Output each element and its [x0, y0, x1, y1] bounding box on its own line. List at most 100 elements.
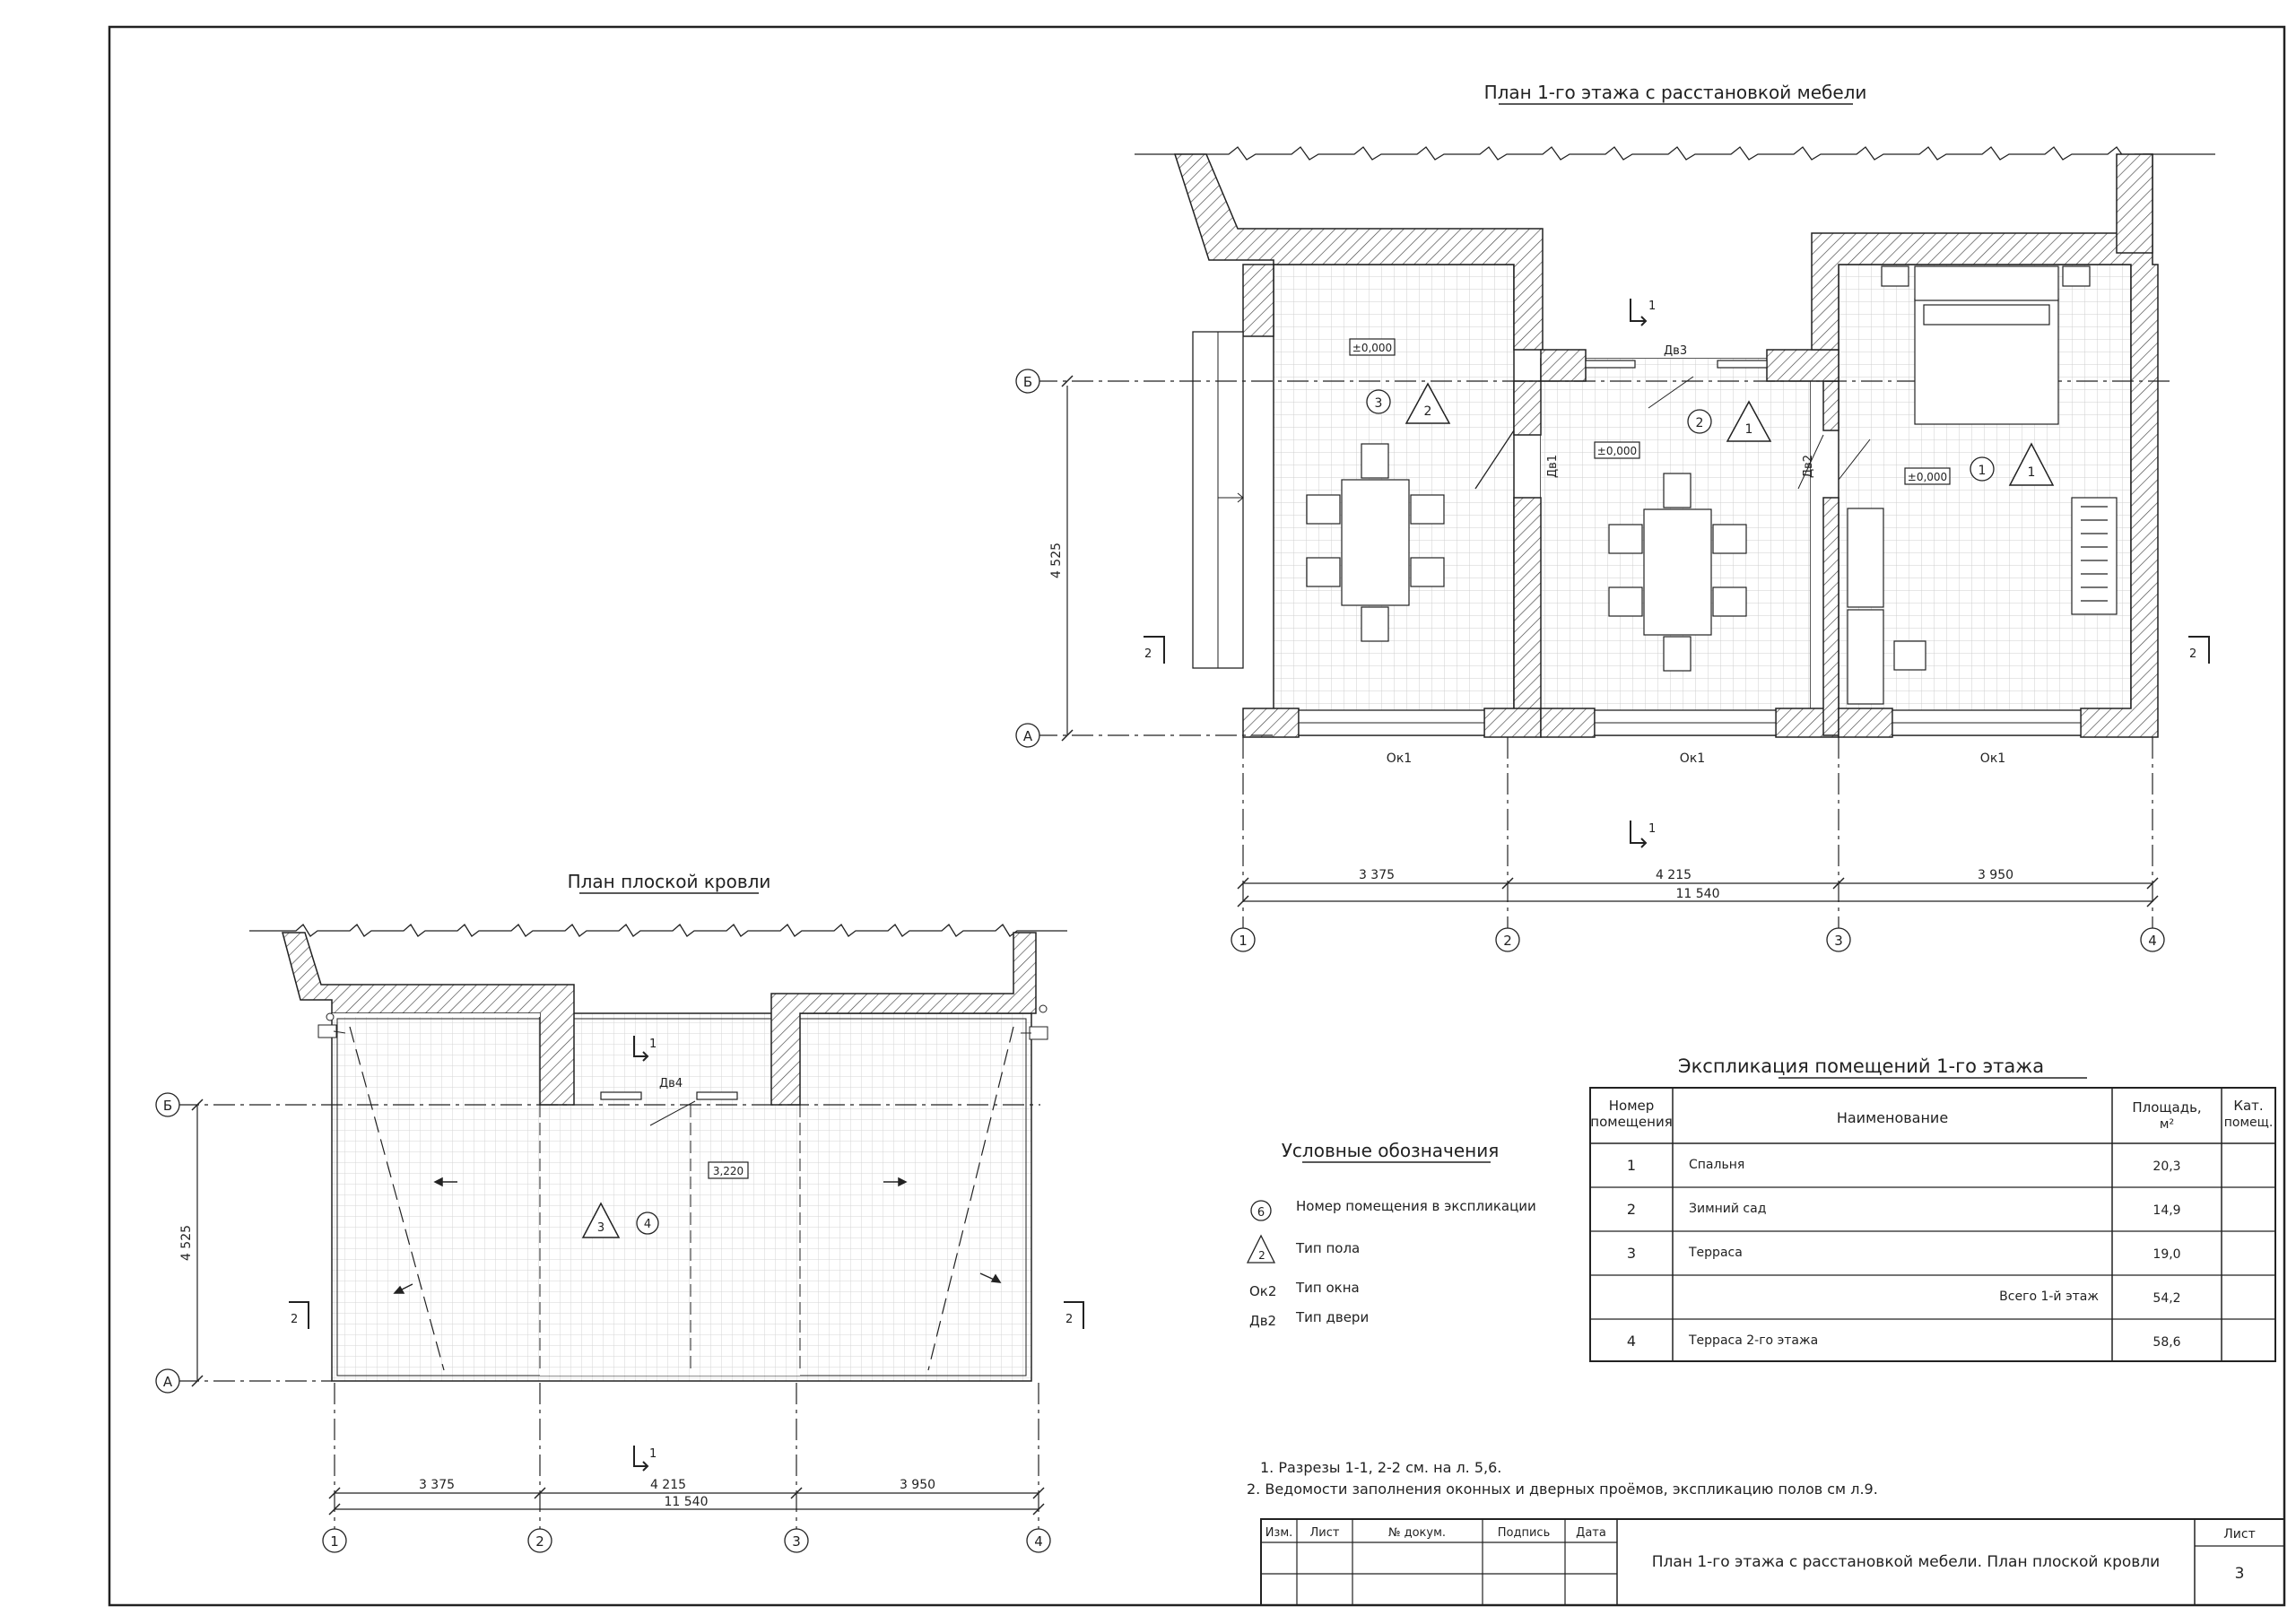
roof-axis-label-3: 3: [792, 1533, 801, 1550]
roof-ground-break-line: [249, 924, 1067, 937]
table-row: 4 Терраса 2-го этажа 58,6: [1627, 1333, 2181, 1350]
door-label-dv3: Дв3: [1664, 344, 1687, 358]
expl-h-area-2: м²: [2160, 1117, 2174, 1132]
dining-set-winter-garden: [1608, 473, 1747, 672]
legend-room-text: Номер помещения в экспликации: [1296, 1198, 1536, 1214]
window-label-1: Ок1: [1387, 751, 1412, 766]
floor-marker-room1: 1: [2028, 465, 2036, 480]
roof-dim-total: 11 540: [665, 1495, 709, 1509]
legend-floor-text: Тип пола: [1295, 1240, 1360, 1256]
note-2: 2. Ведомости заполнения оконных и дверны…: [1247, 1481, 1878, 1498]
expl-row5-name: Терраса 2-го этажа: [1688, 1333, 1818, 1348]
dining-set-terrace: [1306, 443, 1445, 642]
roof-section-1-bottom: 1: [649, 1447, 657, 1461]
roof-section-2-left: 2: [291, 1313, 298, 1326]
room-marker-1: 1: [1979, 464, 1987, 478]
expl-row1-area: 20,3: [2152, 1159, 2180, 1174]
section-2-left: 2: [1144, 647, 1152, 661]
plan-1st-floor: План 1-го этажа с расстановкой мебели: [1015, 82, 2215, 952]
expl-row5-num: 4: [1627, 1333, 1636, 1350]
plan2-title: План плоской кровли: [568, 871, 771, 892]
section-1-bottom: 1: [1648, 822, 1656, 836]
expl-row2-area: 14,9: [2152, 1203, 2180, 1218]
stamp-col-izm: Изм.: [1265, 1526, 1293, 1540]
expl-h-area-1: Площадь,: [2132, 1099, 2201, 1116]
stamp-col-list: Лист: [1310, 1526, 1340, 1540]
legend-window-code: Ок2: [1249, 1283, 1276, 1299]
bedroom-furniture: [1847, 265, 2118, 705]
plan-flat-roof: План плоской кровли Дв4: [155, 871, 1084, 1553]
legend-door-code: Дв2: [1249, 1313, 1276, 1329]
room-marker-3: 3: [1375, 396, 1383, 411]
expl-h-num-1: Номер: [1609, 1098, 1655, 1114]
windows-ok1: [1298, 709, 2082, 736]
stamp-col-date: Дата: [1576, 1526, 1606, 1540]
stamp-sheet-label: Лист: [2223, 1527, 2255, 1541]
expl-row2-name: Зимний сад: [1689, 1202, 1766, 1216]
table-row: 3 Терраса 19,0: [1627, 1245, 2181, 1262]
room-marker-4: 4: [644, 1218, 651, 1231]
plan1-vert-dim: 4 525: [1049, 543, 1064, 578]
roof-vert-dim: 4 525: [179, 1225, 194, 1261]
section-1-top: 1: [1648, 300, 1656, 313]
table-row: 2 Зимний сад 14,9: [1627, 1201, 2181, 1218]
axis-label-3: 3: [1834, 933, 1843, 949]
roof-axis-label-4: 4: [1034, 1533, 1043, 1550]
title-block: Изм. Лист № докум. Подпись Дата План 1-г…: [1260, 1518, 2285, 1606]
roof-axis-label-2: 2: [535, 1533, 544, 1550]
stamp-col-doc: № докум.: [1388, 1526, 1446, 1540]
axis-label-2: 2: [1503, 933, 1512, 949]
table-row: Всего 1-й этаж 54,2: [1999, 1290, 2180, 1306]
expl-h-cat-1: Кат.: [2233, 1098, 2263, 1114]
expl-h-num-2: помещения: [1590, 1114, 1672, 1130]
roof-dim-2: 4 215: [650, 1478, 686, 1492]
stamp-title: План 1-го этажа с расстановкой мебели. П…: [1652, 1553, 2160, 1571]
stamp-sheet-num: 3: [2235, 1565, 2245, 1583]
expl-row3-name: Терраса: [1688, 1246, 1743, 1260]
door-label-dv2: Дв2: [1802, 455, 1815, 478]
door-label-dv1: Дв1: [1546, 455, 1560, 478]
legend-title: Условные обозначения: [1282, 1140, 1500, 1161]
roof-level-mark: 3,220: [713, 1165, 744, 1177]
legend-window-text: Тип окна: [1295, 1280, 1360, 1296]
window-label-2: Ок1: [1680, 751, 1705, 766]
window-label-3: Ок1: [1980, 751, 2005, 766]
table-row: 1 Спальня 20,3: [1627, 1157, 2181, 1174]
expl-row3-area: 19,0: [2152, 1247, 2180, 1262]
section-2-right: 2: [2189, 647, 2196, 661]
plan1-dim-total: 11 540: [1676, 887, 1720, 901]
expl-row4-name: Всего 1-й этаж: [1999, 1290, 2099, 1304]
plan1-dim-3: 3 950: [1978, 868, 2013, 882]
expl-h-cat-2: помещ.: [2224, 1116, 2274, 1130]
stamp-col-sign: Подпись: [1498, 1526, 1550, 1540]
ground-break-line: [1135, 146, 2215, 161]
floor-marker-room3: 2: [1424, 404, 1432, 419]
level-mark-room1: ±0,000: [1908, 471, 1947, 483]
expl-row4-area: 54,2: [2152, 1291, 2180, 1306]
expl-row3-num: 3: [1627, 1245, 1636, 1262]
legend-room-mark: 6: [1257, 1206, 1265, 1220]
roof-section-2-right: 2: [1065, 1313, 1073, 1326]
plan1-dim-1: 3 375: [1359, 868, 1395, 882]
expl-title: Экспликация помещений 1-го этажа: [1678, 1055, 2044, 1077]
expl-h-name: Наименование: [1837, 1109, 1948, 1126]
expl-row1-name: Спальня: [1689, 1158, 1744, 1172]
plan1-dim-2: 4 215: [1656, 868, 1692, 882]
room-marker-2: 2: [1696, 416, 1704, 430]
level-mark-room3: ±0,000: [1352, 342, 1392, 354]
legend: Условные обозначения 6 Номер помещения в…: [1246, 1140, 1536, 1329]
sheet-frame: [108, 25, 2286, 1607]
roof-section-1-top: 1: [649, 1038, 657, 1051]
axis-label-4: 4: [2148, 933, 2157, 949]
axis-label-1: 1: [1239, 933, 1248, 949]
note-1: 1. Разрезы 1-1, 2-2 см. на л. 5,6.: [1260, 1459, 1501, 1476]
roof-floor-marker: 3: [597, 1221, 604, 1235]
expl-row5-area: 58,6: [2152, 1335, 2180, 1350]
roof-dim-1: 3 375: [419, 1478, 455, 1492]
plan1-title: План 1-го этажа с расстановкой мебели: [1484, 82, 1867, 103]
expl-row1-num: 1: [1627, 1157, 1636, 1174]
level-mark-room2: ±0,000: [1597, 445, 1637, 457]
roof-dim-3: 3 950: [900, 1478, 935, 1492]
axis-label-A: А: [1023, 728, 1033, 744]
